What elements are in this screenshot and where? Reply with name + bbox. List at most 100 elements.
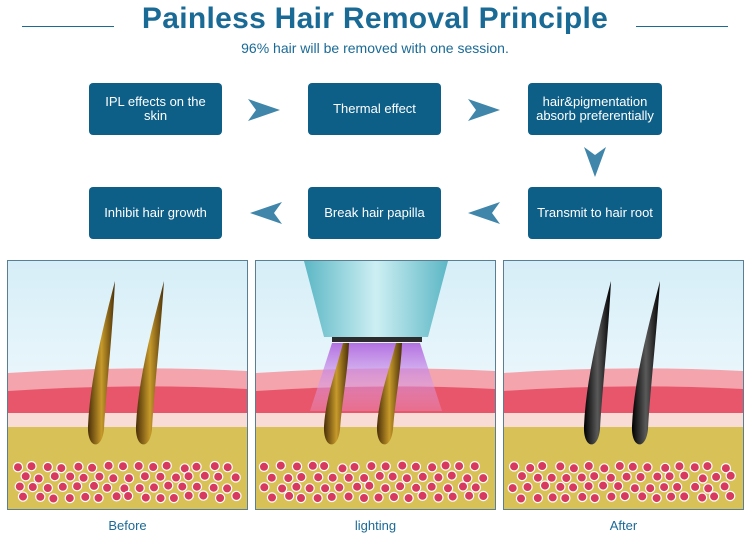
- fat-cell: [65, 471, 76, 482]
- fat-cell: [397, 460, 408, 471]
- fat-cell: [417, 490, 428, 501]
- fat-cell: [35, 491, 46, 502]
- fat-cell: [337, 463, 348, 474]
- ipl-lamp-head: [304, 261, 448, 337]
- fat-cell: [304, 483, 315, 494]
- fat-cell: [78, 472, 89, 483]
- fat-cell: [191, 461, 202, 472]
- fat-cell: [651, 492, 662, 504]
- fat-cell: [123, 472, 135, 484]
- arrow-left-icon: [250, 202, 282, 224]
- fat-cell: [177, 481, 188, 492]
- fat-cell: [266, 492, 278, 503]
- fat-cell: [42, 482, 54, 494]
- fat-cell: [589, 492, 601, 504]
- hair-follicle: [323, 343, 402, 445]
- fat-cell: [619, 490, 631, 502]
- step-absorb-preferentially: hair&pigmentation absorb preferentially: [528, 83, 662, 135]
- fat-cell: [532, 492, 543, 504]
- fat-cell: [57, 481, 69, 492]
- fat-cell: [659, 462, 671, 474]
- fat-cell: [605, 472, 617, 483]
- fat-cell: [426, 481, 437, 492]
- fat-cell: [447, 491, 458, 502]
- fat-cell: [719, 481, 730, 492]
- fat-cell: [546, 472, 557, 483]
- fat-cell: [275, 460, 286, 471]
- fat-cell: [702, 483, 714, 494]
- fat-cell: [478, 490, 489, 502]
- title-rule-right: [636, 26, 728, 27]
- fat-cell: [327, 472, 338, 483]
- fat-cell: [198, 490, 209, 501]
- fat-cell: [343, 472, 355, 483]
- fat-cell: [307, 460, 319, 471]
- fat-cell: [48, 493, 59, 504]
- fat-cell: [276, 483, 288, 494]
- fat-cell: [56, 462, 67, 474]
- fat-cell: [725, 470, 736, 481]
- page-title: Painless Hair Removal Principle: [141, 2, 609, 35]
- caption-lighting: lighting: [354, 518, 397, 533]
- fat-cell: [134, 482, 145, 494]
- fat-cell: [108, 473, 119, 484]
- title-rule-left: [22, 26, 114, 27]
- fat-cell: [214, 492, 226, 504]
- fat-cell: [463, 490, 475, 501]
- fat-cell: [636, 491, 648, 502]
- fat-cell: [469, 460, 480, 472]
- fat-cell: [461, 473, 473, 484]
- fat-cell: [516, 470, 528, 482]
- fat-cell: [221, 483, 233, 494]
- fat-cell: [588, 470, 600, 482]
- fat-cell: [296, 471, 307, 483]
- fat-cell: [442, 483, 454, 494]
- fat-cell: [525, 462, 536, 474]
- fat-cell: [122, 490, 134, 502]
- fat-cell: [380, 482, 391, 494]
- fat-cell: [644, 482, 656, 494]
- fat-cell: [358, 492, 370, 504]
- fat-cell: [155, 492, 166, 504]
- fat-cell: [343, 491, 354, 502]
- fat-cell: [42, 461, 54, 473]
- fat-cell: [349, 461, 360, 473]
- fat-cell: [33, 473, 44, 484]
- fat-cells: [12, 460, 242, 504]
- fat-cell: [364, 480, 375, 491]
- fat-cell: [49, 470, 61, 482]
- fat-cell: [155, 471, 166, 482]
- fat-cell: [599, 463, 610, 474]
- fat-cell: [612, 480, 624, 492]
- fat-cell: [373, 492, 384, 503]
- fat-cell: [621, 471, 632, 482]
- fat-cell: [148, 482, 160, 493]
- fat-cell: [515, 493, 527, 504]
- skin-panel-lighting: [255, 260, 496, 510]
- fat-cell: [583, 480, 594, 492]
- fat-cell: [446, 470, 457, 481]
- fat-cell: [537, 460, 548, 472]
- fat-cell: [312, 492, 323, 504]
- fat-cell: [291, 481, 302, 492]
- fat-cell: [147, 461, 159, 473]
- fat-cell: [576, 472, 588, 483]
- fat-cell: [93, 492, 104, 504]
- fat-cell: [231, 490, 242, 502]
- fat-cell: [507, 482, 518, 494]
- fat-cell: [209, 460, 220, 472]
- page-subtitle: 96% hair will be removed with one sessio…: [241, 40, 509, 56]
- fat-cell: [394, 481, 406, 492]
- fat-cell: [71, 480, 83, 492]
- fat-cell: [539, 480, 551, 491]
- fat-cell: [366, 460, 377, 472]
- fat-cell: [629, 482, 641, 494]
- fat-cell: [440, 460, 451, 471]
- step-ipl-effects: IPL effects on the skin: [89, 83, 222, 135]
- fat-cell: [387, 471, 398, 482]
- fat-cell: [532, 472, 544, 483]
- fat-cell: [199, 470, 210, 481]
- fat-cell: [457, 481, 469, 492]
- arrow-right-icon: [248, 99, 280, 121]
- fat-cell: [86, 462, 98, 473]
